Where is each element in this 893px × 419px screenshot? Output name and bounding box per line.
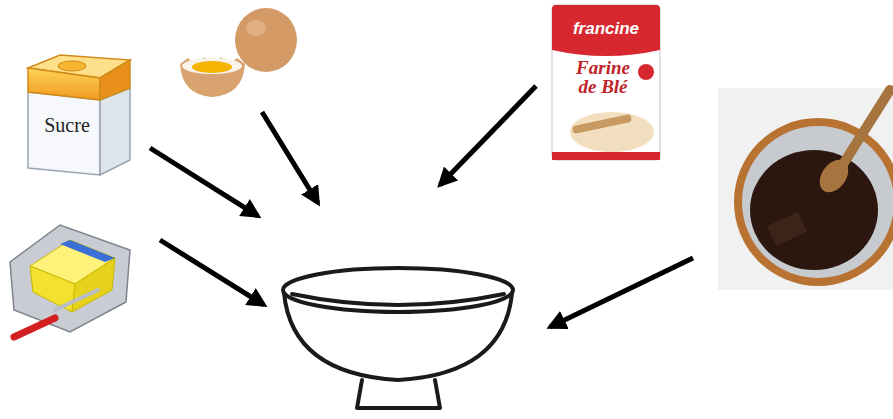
flour-bag [552, 5, 660, 160]
butter-picture [10, 225, 130, 337]
brand-label: francine [556, 20, 656, 39]
product-label: Farine de Blé [572, 58, 634, 96]
mixing-bowl [283, 268, 513, 408]
ingredient-arrows [150, 86, 693, 327]
chocolate-pan [718, 88, 893, 290]
sugar-label: Sucre [38, 114, 96, 136]
egg-picture [180, 8, 297, 97]
sugar-box [28, 55, 130, 175]
